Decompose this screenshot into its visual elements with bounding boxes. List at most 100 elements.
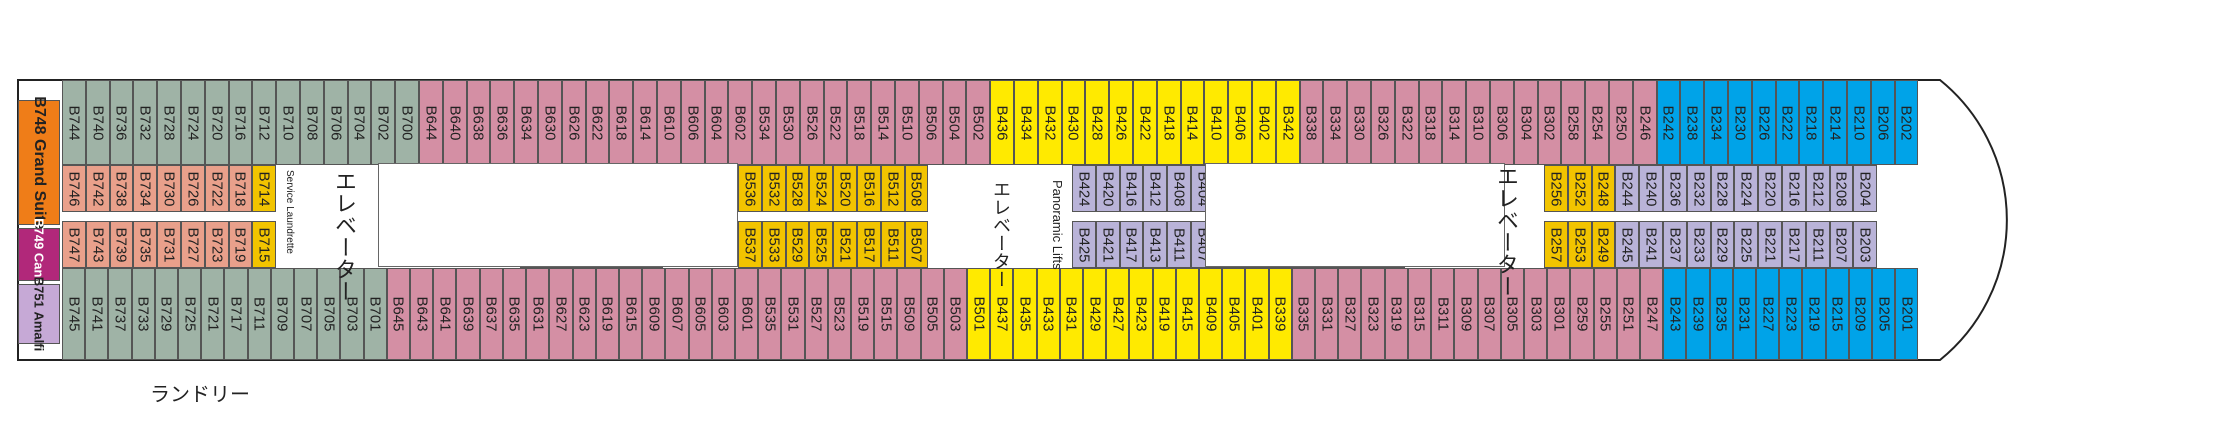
cabin-b250[interactable]: B250 bbox=[1609, 80, 1633, 165]
cabin-b217[interactable]: B217 bbox=[1782, 221, 1806, 268]
cabin-b727[interactable]: B727 bbox=[181, 221, 205, 268]
cabin-b339[interactable]: B339 bbox=[1268, 268, 1292, 360]
cabin-b256[interactable]: B256 bbox=[1544, 165, 1568, 212]
cabin-b623[interactable]: B623 bbox=[572, 268, 596, 360]
cabin-b635[interactable]: B635 bbox=[502, 268, 527, 360]
cabin-b211[interactable]: B211 bbox=[1805, 221, 1830, 268]
cabin-b330[interactable]: B330 bbox=[1347, 80, 1371, 165]
cabin-b203[interactable]: B203 bbox=[1853, 221, 1878, 268]
cabin-b237[interactable]: B237 bbox=[1663, 221, 1687, 268]
cabin-b326[interactable]: B326 bbox=[1371, 80, 1395, 165]
cabin-b436[interactable]: B436 bbox=[990, 80, 1014, 165]
cabin-b619[interactable]: B619 bbox=[595, 268, 619, 360]
cabin-b215[interactable]: B215 bbox=[1825, 268, 1849, 360]
cabin-b641[interactable]: B641 bbox=[433, 268, 457, 360]
cabin-b523[interactable]: B523 bbox=[827, 268, 851, 360]
cabin-b610[interactable]: B610 bbox=[657, 80, 681, 165]
cabin-b606[interactable]: B606 bbox=[680, 80, 705, 165]
cabin-b533[interactable]: B533 bbox=[761, 221, 786, 268]
cabin-b408[interactable]: B408 bbox=[1167, 165, 1191, 212]
cabin-b202[interactable]: B202 bbox=[1894, 80, 1919, 165]
cabin-b322[interactable]: B322 bbox=[1394, 80, 1419, 165]
cabin-b707[interactable]: B707 bbox=[294, 268, 318, 360]
cabin-b401[interactable]: B401 bbox=[1245, 268, 1269, 360]
cabin-b527[interactable]: B527 bbox=[804, 268, 828, 360]
cabin-b327[interactable]: B327 bbox=[1338, 268, 1362, 360]
cabin-b227[interactable]: B227 bbox=[1755, 268, 1780, 360]
cabin-b627[interactable]: B627 bbox=[549, 268, 573, 360]
cabin-b501[interactable]: B501 bbox=[966, 268, 991, 360]
cabin-b630[interactable]: B630 bbox=[538, 80, 562, 165]
cabin-b720[interactable]: B720 bbox=[204, 80, 229, 165]
cabin-b535[interactable]: B535 bbox=[758, 268, 782, 360]
cabin-b230[interactable]: B230 bbox=[1728, 80, 1752, 165]
cabin-b636[interactable]: B636 bbox=[490, 80, 515, 165]
cabin-b410[interactable]: B410 bbox=[1204, 80, 1229, 165]
cabin-b502[interactable]: B502 bbox=[966, 80, 991, 165]
cabin-b305[interactable]: B305 bbox=[1500, 268, 1524, 360]
cabin-b509[interactable]: B509 bbox=[897, 268, 921, 360]
cabin-b423[interactable]: B423 bbox=[1129, 268, 1153, 360]
cabin-b615[interactable]: B615 bbox=[618, 268, 643, 360]
cabin-b721[interactable]: B721 bbox=[201, 268, 225, 360]
cabin-b719[interactable]: B719 bbox=[228, 221, 253, 268]
cabin-b437[interactable]: B437 bbox=[990, 268, 1014, 360]
cabin-b744[interactable]: B744 bbox=[62, 80, 86, 165]
cabin-b240[interactable]: B240 bbox=[1639, 165, 1663, 212]
cabin-b532[interactable]: B532 bbox=[761, 165, 786, 212]
cabin-b733[interactable]: B733 bbox=[131, 268, 155, 360]
cabin-b431[interactable]: B431 bbox=[1059, 268, 1084, 360]
cabin-b428[interactable]: B428 bbox=[1085, 80, 1110, 165]
cabin-b531[interactable]: B531 bbox=[781, 268, 805, 360]
cabin-b405[interactable]: B405 bbox=[1222, 268, 1246, 360]
cabin-b406[interactable]: B406 bbox=[1228, 80, 1252, 165]
cabin-b314[interactable]: B314 bbox=[1442, 80, 1467, 165]
cabin-b645[interactable]: B645 bbox=[386, 268, 411, 360]
cabin-b258[interactable]: B258 bbox=[1561, 80, 1586, 165]
cabin-b511[interactable]: B511 bbox=[880, 221, 905, 268]
cabin-b239[interactable]: B239 bbox=[1686, 268, 1710, 360]
cabin-b710[interactable]: B710 bbox=[276, 80, 300, 165]
cabin-b618[interactable]: B618 bbox=[609, 80, 634, 165]
cabin-b717[interactable]: B717 bbox=[224, 268, 248, 360]
cabin-b235[interactable]: B235 bbox=[1709, 268, 1733, 360]
cabin-b247[interactable]: B247 bbox=[1639, 268, 1664, 360]
cabin-b249[interactable]: B249 bbox=[1591, 221, 1616, 268]
cabin-b209[interactable]: B209 bbox=[1848, 268, 1872, 360]
cabin-b517[interactable]: B517 bbox=[857, 221, 881, 268]
cabin-b201[interactable]: B201 bbox=[1895, 268, 1919, 360]
cabin-b411[interactable]: B411 bbox=[1167, 221, 1191, 268]
cabin-b718[interactable]: B718 bbox=[228, 165, 253, 212]
cabin-b724[interactable]: B724 bbox=[181, 80, 205, 165]
cabin-b307[interactable]: B307 bbox=[1477, 268, 1501, 360]
cabin-b723[interactable]: B723 bbox=[204, 221, 229, 268]
cabin-b734[interactable]: B734 bbox=[133, 165, 158, 212]
cabin-b737[interactable]: B737 bbox=[108, 268, 132, 360]
cabin-b251[interactable]: B251 bbox=[1616, 268, 1640, 360]
cabin-b706[interactable]: B706 bbox=[323, 80, 348, 165]
cabin-b639[interactable]: B639 bbox=[456, 268, 480, 360]
cabin-b224[interactable]: B224 bbox=[1734, 165, 1759, 212]
cabin-b420[interactable]: B420 bbox=[1095, 165, 1120, 212]
cabin-b708[interactable]: B708 bbox=[300, 80, 324, 165]
cabin-b430[interactable]: B430 bbox=[1061, 80, 1086, 165]
cabin-b222[interactable]: B222 bbox=[1775, 80, 1800, 165]
cabin-b319[interactable]: B319 bbox=[1384, 268, 1408, 360]
cabin-b302[interactable]: B302 bbox=[1537, 80, 1562, 165]
cabin-b508[interactable]: B508 bbox=[904, 165, 929, 212]
cabin-b716[interactable]: B716 bbox=[228, 80, 253, 165]
cabin-b415[interactable]: B415 bbox=[1175, 268, 1200, 360]
cabin-b609[interactable]: B609 bbox=[642, 268, 666, 360]
cabin-b601[interactable]: B601 bbox=[734, 268, 759, 360]
cabin-b253[interactable]: B253 bbox=[1567, 221, 1592, 268]
cabin-b506[interactable]: B506 bbox=[918, 80, 943, 165]
cabin-b634[interactable]: B634 bbox=[514, 80, 538, 165]
cabin-b529[interactable]: B529 bbox=[785, 221, 810, 268]
cabin-b221[interactable]: B221 bbox=[1758, 221, 1782, 268]
cabin-b223[interactable]: B223 bbox=[1779, 268, 1803, 360]
cabin-b234[interactable]: B234 bbox=[1704, 80, 1728, 165]
cabin-b519[interactable]: B519 bbox=[850, 268, 875, 360]
cabin-b603[interactable]: B603 bbox=[711, 268, 735, 360]
cabin-b232[interactable]: B232 bbox=[1686, 165, 1711, 212]
cabin-b338[interactable]: B338 bbox=[1299, 80, 1324, 165]
